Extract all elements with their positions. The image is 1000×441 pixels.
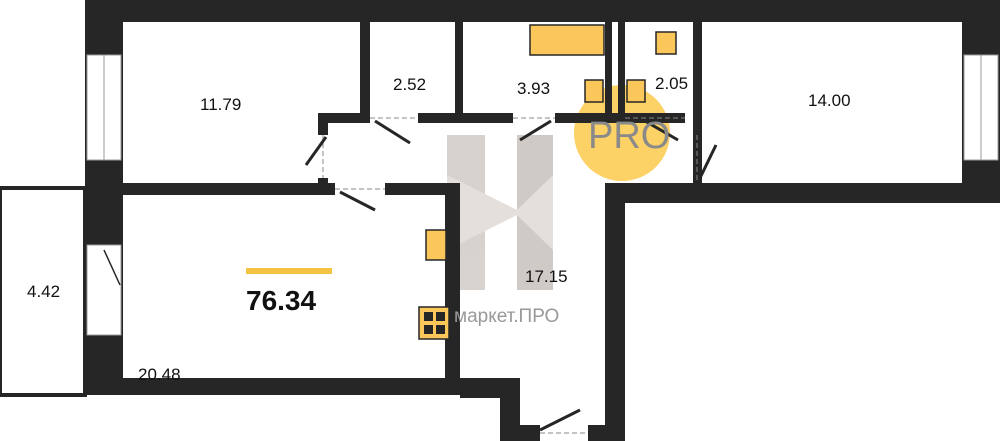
area-label: 2.52 (393, 75, 426, 94)
pro-badge-text: PRO (588, 115, 670, 157)
total-area: 76.34 (246, 285, 316, 316)
watermark-text: маркет.ПРО (454, 306, 559, 327)
doors (304, 117, 718, 434)
area-label: 17.15 (525, 267, 568, 286)
sink-icon (584, 79, 604, 103)
accent-bar (246, 268, 332, 274)
area-label: 2.05 (655, 74, 688, 93)
area-label: 3.93 (517, 79, 550, 98)
area-label: 14.00 (808, 91, 851, 110)
balcony-door (86, 244, 122, 336)
area-label: 20.48 (138, 365, 181, 384)
sink-icon (626, 79, 646, 103)
area-label: 4.42 (27, 282, 60, 301)
bathtub-icon (529, 24, 605, 56)
fixtures (418, 24, 677, 340)
stove-icon (418, 306, 450, 340)
area-label: 11.79 (200, 95, 241, 114)
sink-icon (425, 229, 447, 261)
pro-badge (574, 85, 670, 181)
toilet-icon (655, 31, 677, 55)
